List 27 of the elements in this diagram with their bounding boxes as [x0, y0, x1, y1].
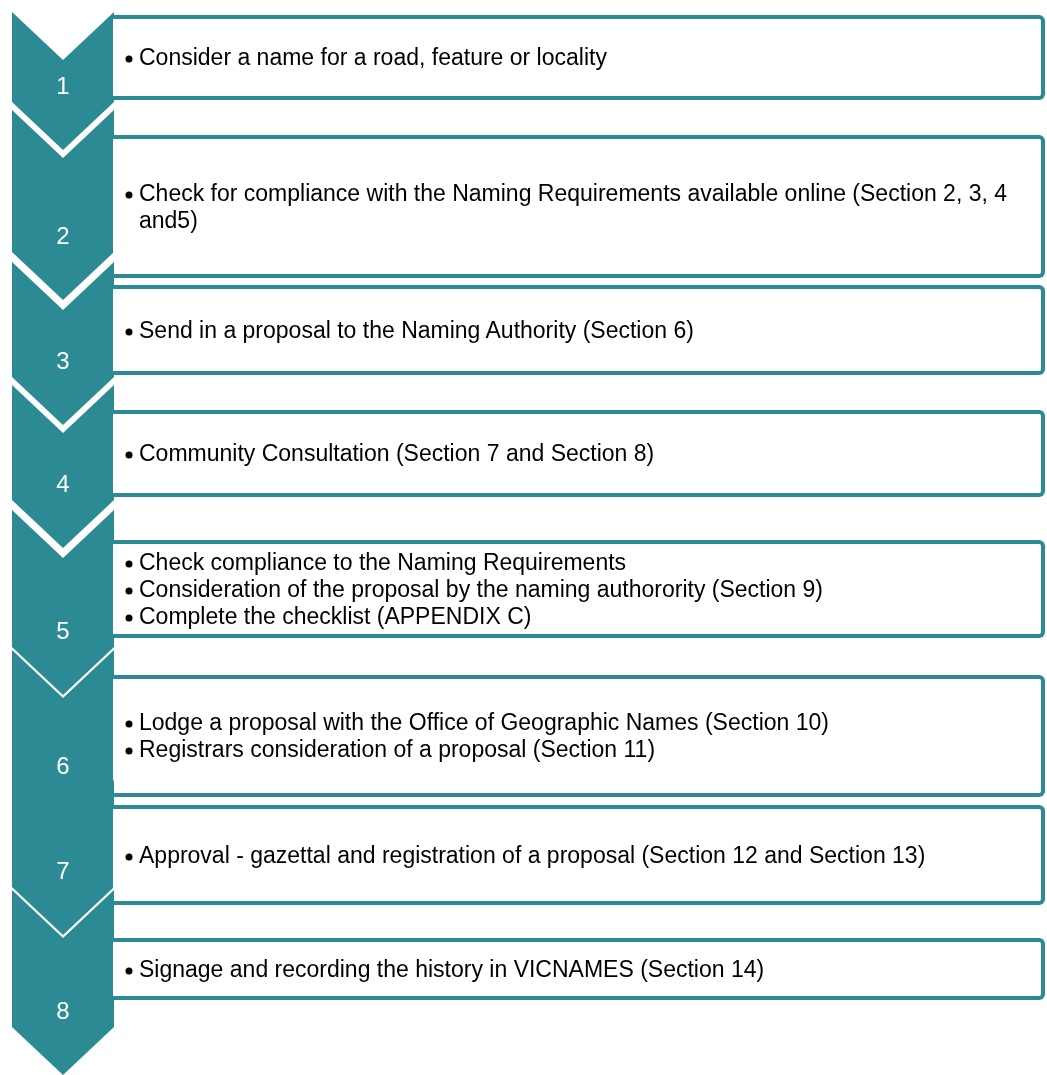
step-text: Consideration of the proposal by the naming authorority (Section 9) [139, 575, 823, 603]
step-text: Approval - gazettal and registration of a proposal (Section 12 and Section 13) [139, 841, 926, 869]
step-text: Lodge a proposal with the Office of Geographic Names (Section 10) [139, 709, 829, 736]
step-number: 4 [55, 470, 71, 498]
step-text: Send in a proposal to the Naming Authority (Section 6) [139, 316, 694, 344]
step-box [113, 15, 1045, 100]
step-text: Check compliance to the Naming Requirements [139, 548, 628, 576]
step-number: 1 [55, 72, 71, 100]
step-number: 5 [55, 617, 71, 645]
step-box [113, 410, 1045, 497]
step-number: 2 [55, 222, 71, 250]
step-box [113, 285, 1045, 375]
step-text: Consider a name for a road, feature or locality [139, 44, 607, 71]
step-box [113, 135, 1045, 278]
step-box [113, 540, 1045, 638]
step-box [113, 805, 1045, 905]
step-text: Check for compliance with the Naming Requirements available online (Section 2, 3, 4 and5) [139, 179, 1009, 234]
step-number: 8 [55, 997, 71, 1025]
step-number: 7 [55, 857, 71, 885]
step-box [113, 938, 1045, 1000]
step-text: Registrars consideration of a proposal (Section 11) [139, 736, 657, 763]
step-box [113, 675, 1045, 797]
step-number: 3 [55, 347, 71, 375]
step-text: Complete the checklist (APPENDIX C) [139, 602, 533, 630]
step-text: Signage and recording the history in VICNAMES (Section 14) [139, 955, 765, 983]
step-number: 6 [55, 752, 71, 780]
step-text: Community Consultation (Section 7 and Section 8) [139, 440, 655, 467]
